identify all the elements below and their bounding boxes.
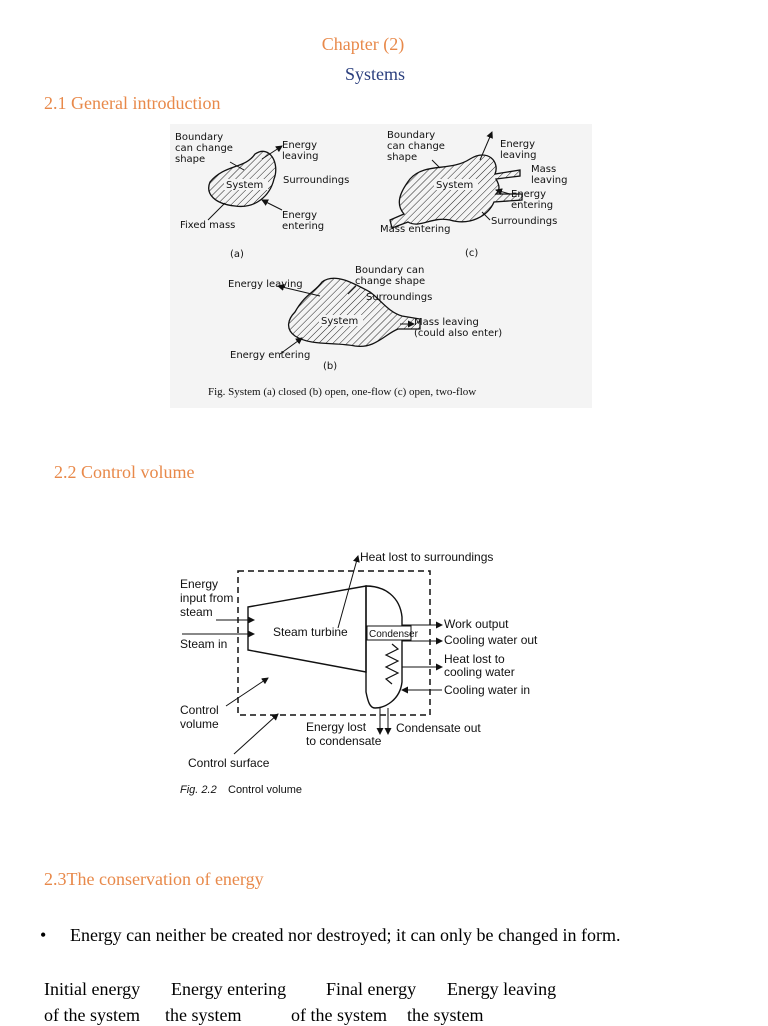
energy-row-2-col-1: of the system	[44, 1005, 140, 1025]
system-a-shape	[208, 150, 277, 208]
energy-row-2-col-2: the system	[165, 1005, 242, 1025]
system-c-shape	[389, 154, 523, 229]
energy-row-1-col-2: Energy entering	[171, 979, 287, 999]
system-b-boundary-2: change shape	[355, 276, 425, 287]
system-a-boundary-1: Boundary	[175, 132, 223, 143]
system-c-mass-leaving-2: leaving	[531, 175, 567, 186]
energy-row-2-col-3: of the system	[291, 1005, 387, 1025]
system-a-energy-entering-2: entering	[282, 221, 324, 232]
label-cooling-water-in: Cooling water in	[444, 683, 530, 697]
system-a-energy-leaving-2: leaving	[282, 151, 318, 162]
system-c-boundary-2: can change	[387, 141, 445, 152]
system-b-energy-entering: Energy entering	[230, 350, 310, 361]
system-a-fixed-mass: Fixed mass	[180, 220, 235, 231]
label-energy-input-2: input from	[180, 591, 233, 605]
label-heat-lost-surroundings: Heat lost to surroundings	[360, 550, 493, 564]
label-heat-lost-cooling-2: cooling water	[444, 665, 515, 679]
energy-row-2-col-4: the system	[407, 1005, 484, 1025]
figure-control-volume-caption-num: Fig. 2.2	[180, 784, 217, 796]
system-c-energy-leaving-1: Energy	[500, 139, 535, 150]
system-c-surroundings: Surroundings	[491, 216, 557, 227]
conservation-statement: Energy can neither be created nor destro…	[70, 925, 621, 945]
system-a-tag: (a)	[230, 249, 244, 260]
chapter-subtitle: Systems	[344, 64, 405, 84]
system-a-energy-entering-1: Energy	[282, 210, 317, 221]
chapter-title: Chapter (2)	[321, 34, 405, 54]
system-b-mass-leaving-2: (could also enter)	[414, 328, 502, 339]
system-b-label: System	[321, 316, 358, 327]
label-work-output: Work output	[444, 617, 509, 631]
label-control-volume-2: volume	[180, 717, 219, 731]
label-condensate-out: Condensate out	[396, 721, 481, 735]
system-c-mass-entering: Mass entering	[380, 224, 451, 235]
energy-row-1-col-3: Final energy	[326, 979, 417, 999]
system-a-boundary-3: shape	[175, 154, 205, 165]
label-control-surface: Control surface	[188, 756, 270, 770]
figure-control-volume: Heat lost to surroundings Energy input f…	[180, 550, 538, 796]
system-c-energy-entering-2: entering	[511, 200, 553, 211]
section-heading-2-1: 2.1 General introduction	[44, 93, 221, 113]
system-a-energy-leaving-1: Energy	[282, 140, 317, 151]
system-c-energy-entering-1: Energy	[511, 189, 546, 200]
condenser-shape	[365, 585, 403, 709]
section-heading-2-3: 2.3The conservation of energy	[44, 869, 264, 889]
system-c-label: System	[436, 180, 473, 191]
label-energy-input-3: steam	[180, 605, 213, 619]
section-heading-2-2: 2.2 Control volume	[54, 462, 195, 482]
system-a-label: System	[226, 180, 263, 191]
system-a-boundary-2: can change	[175, 143, 233, 154]
bullet-symbol: •	[40, 925, 47, 945]
label-energy-lost-1: Energy lost	[306, 720, 367, 734]
label-energy-lost-2: to condensate	[306, 734, 382, 748]
figure-system-types: Boundary can change shape Energy leaving…	[170, 124, 592, 408]
label-energy-input-1: Energy	[180, 577, 218, 591]
system-a-surroundings: Surroundings	[283, 175, 349, 186]
label-heat-lost-cooling-1: Heat lost to	[444, 652, 505, 666]
energy-row-1-col-1: Initial energy	[44, 979, 141, 999]
system-b-energy-leaving: Energy leaving	[228, 279, 303, 290]
system-b-shape	[287, 277, 421, 347]
system-c-energy-leaving-2: leaving	[500, 150, 536, 161]
system-c-boundary-1: Boundary	[387, 130, 435, 141]
system-b-mass-leaving-1: Mass leaving	[414, 317, 479, 328]
system-c-tag: (c)	[465, 248, 478, 259]
label-steam-in: Steam in	[180, 637, 227, 651]
system-b-surroundings: Surroundings	[366, 292, 432, 303]
label-cooling-water-out: Cooling water out	[444, 633, 538, 647]
label-steam-turbine: Steam turbine	[273, 625, 348, 639]
system-c-boundary-3: shape	[387, 152, 417, 163]
control-surface-boundary	[237, 570, 431, 716]
system-b-tag: (b)	[323, 361, 337, 372]
figure-control-volume-caption: Control volume	[228, 784, 302, 796]
system-c-mass-leaving-1: Mass	[531, 164, 556, 175]
energy-row-1-col-4: Energy leaving	[447, 979, 557, 999]
system-b-boundary-1: Boundary can	[355, 265, 424, 276]
label-condenser: Condenser	[369, 629, 419, 640]
label-control-volume-1: Control	[180, 703, 219, 717]
figure-system-caption: Fig. System (a) closed (b) open, one-flo…	[208, 386, 476, 398]
